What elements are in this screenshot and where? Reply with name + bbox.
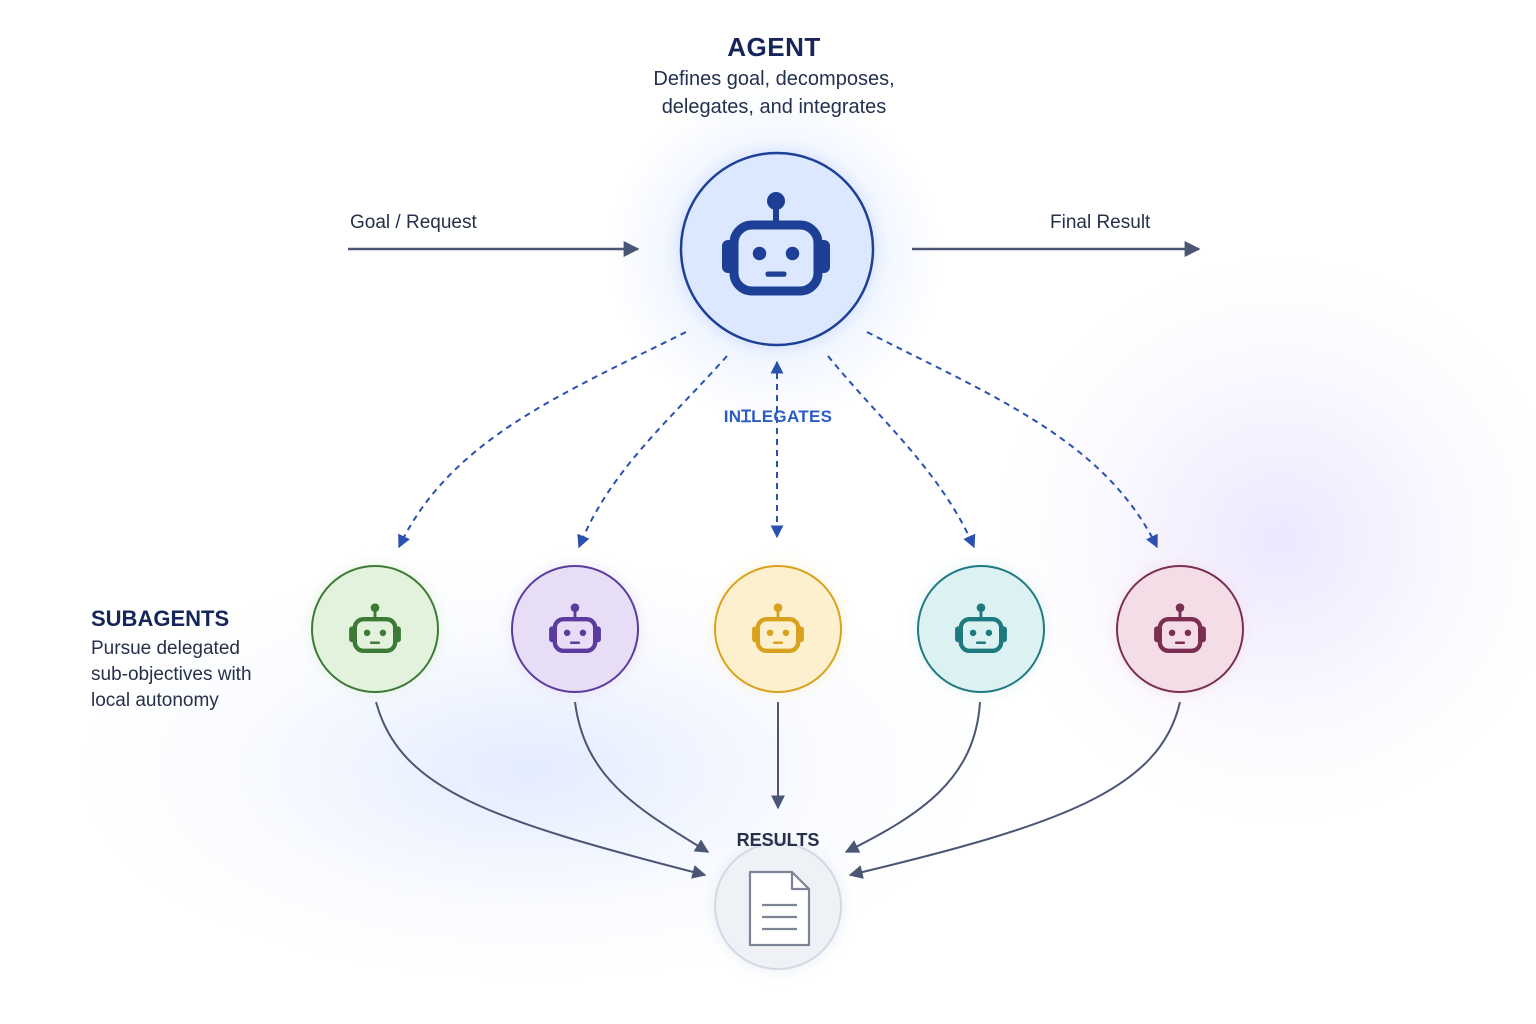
agent-description: Defines goal, decomposes, delegates, and… xyxy=(574,65,974,121)
subagent-node-3 xyxy=(712,563,844,695)
final-result-label: Final Result xyxy=(1050,212,1151,233)
subagents-description-line: Pursue delegated xyxy=(91,638,240,659)
subagent-nodes xyxy=(309,563,1246,695)
robot-icon xyxy=(549,603,601,653)
agent-title: AGENT xyxy=(727,32,821,62)
result-arrow-4 xyxy=(844,701,981,853)
delegate-arrow-5 xyxy=(866,331,1158,549)
robot-icon xyxy=(1154,603,1206,653)
goal-request-label: Goal / Request xyxy=(350,212,477,233)
robot-icon xyxy=(722,192,830,296)
robot-icon xyxy=(752,603,804,653)
delegate-arrows xyxy=(398,331,1158,549)
subagent-node-2 xyxy=(509,563,641,695)
subagent-node-4 xyxy=(915,563,1047,695)
robot-icon xyxy=(349,603,401,653)
result-arrows xyxy=(375,701,1181,879)
document-icon xyxy=(748,870,811,947)
subagents-description: Pursue delegated sub-objectives with loc… xyxy=(91,636,291,714)
delegate-arrow-2 xyxy=(577,355,728,549)
integrates-label: INꞮLEGATES xyxy=(723,407,833,426)
agent-node xyxy=(677,149,877,349)
subagents-title: SUBAGENTS xyxy=(91,606,230,631)
agent-description-line: delegates, and integrates xyxy=(661,96,887,118)
results-node xyxy=(712,840,844,972)
delegate-arrow-4 xyxy=(827,355,976,549)
result-arrow-1 xyxy=(375,701,707,879)
robot-icon xyxy=(955,603,1007,653)
subagent-node-1 xyxy=(309,563,441,695)
subagent-node-5 xyxy=(1114,563,1246,695)
result-arrow-5 xyxy=(848,701,1181,879)
result-arrow-2 xyxy=(574,701,710,853)
agent-description-line: Defines goal, decomposes, xyxy=(653,68,895,90)
subagents-description-line: local autonomy xyxy=(91,690,219,711)
subagents-description-line: sub-objectives with xyxy=(91,664,252,685)
results-label: RESULTS xyxy=(736,830,820,850)
delegate-arrow-1 xyxy=(398,331,687,549)
